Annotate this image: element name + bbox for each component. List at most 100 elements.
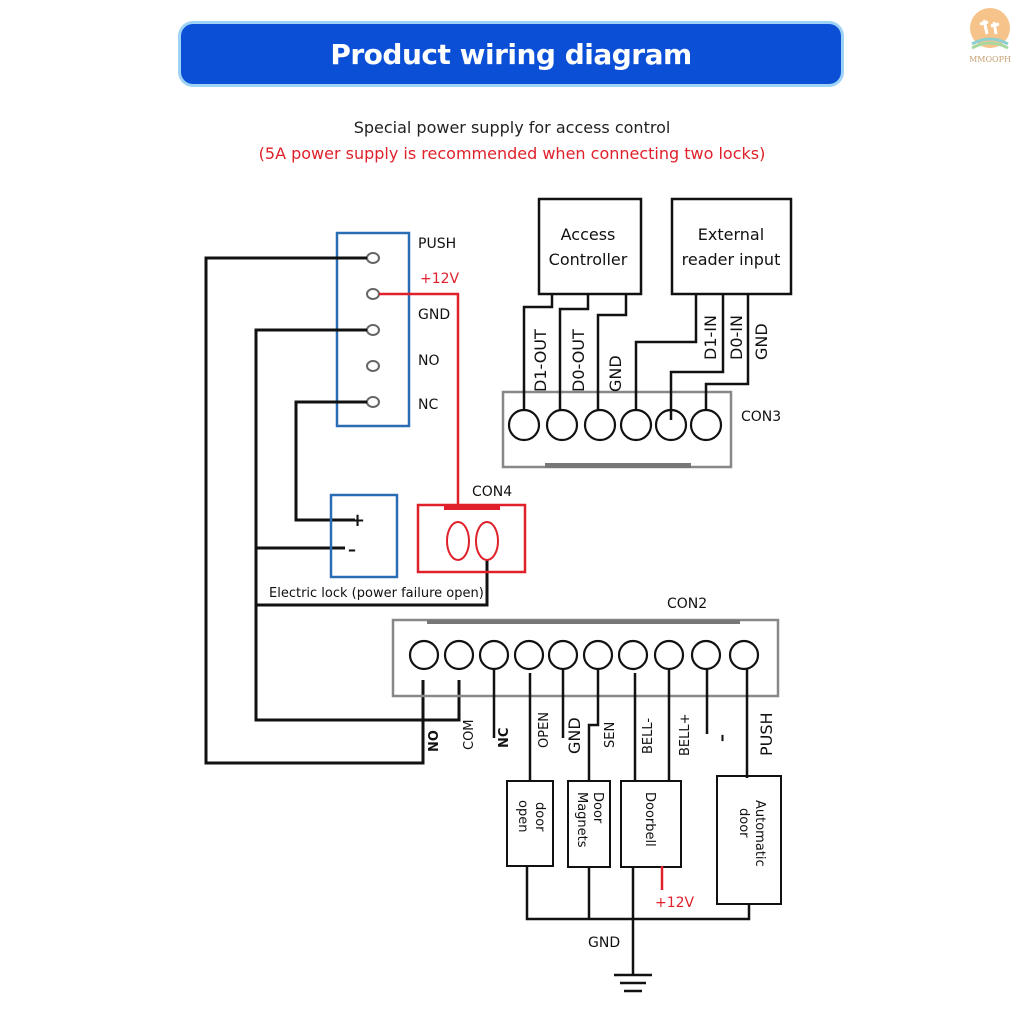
con2-terminal-no (408, 639, 440, 671)
black-wires (204, 256, 489, 765)
power-note: (5A power supply is recommended when con… (258, 144, 766, 163)
external-reader-label-1: External (698, 225, 764, 244)
door-magnets-label-1: Door (590, 792, 605, 824)
automatic-door-box (716, 775, 782, 905)
con2-wires (492, 669, 749, 780)
con2-pin-label-minus: – (712, 734, 731, 742)
brand-logo-icon: MMOOPH (969, 8, 1011, 64)
con2-pin-label-bell-minus: BELL- (641, 718, 656, 754)
access-controller-label-1: Access (561, 225, 616, 244)
pin-12v (366, 288, 380, 300)
wire-d0-out (558, 294, 590, 410)
con2-label: CON2 (667, 596, 707, 612)
con3-wire-label-gnd-in: GND (752, 323, 771, 360)
power-terminal-pins (366, 252, 380, 408)
ground-label: GND (588, 935, 620, 951)
con2-terminal-minus (690, 639, 722, 671)
electric-lock-box (329, 493, 399, 579)
con2-terminal-gnd (547, 639, 579, 671)
con2-pin-label-nc: NC (497, 728, 512, 748)
pin-label-push: PUSH (418, 236, 456, 252)
door-open-label-1: door (532, 802, 547, 832)
pin-gnd (366, 324, 380, 336)
pin-label-no: NO (418, 353, 440, 369)
con2-pin-label-push: PUSH (757, 712, 776, 756)
con3-terminal-2 (545, 408, 579, 442)
wire-gnd-reader (704, 294, 750, 410)
con4-terminal-2 (475, 521, 499, 561)
con4-terminal-1 (446, 521, 470, 561)
con3-wire-label-d1-in: D1-IN (701, 315, 720, 360)
con3-wire-label-d0-out: D0-OUT (569, 329, 588, 392)
pin-push (366, 252, 380, 264)
logo-sun-icon (970, 8, 1010, 48)
pin-nc (366, 396, 380, 408)
pin-label-12v: +12V (420, 271, 460, 287)
wire-gnd-to-con2-com (254, 328, 461, 722)
doorbell-12v-label: +12V (655, 895, 695, 911)
door-open-box (506, 780, 554, 867)
logo-book-page-icon (971, 41, 1009, 50)
con3-terminal-3 (583, 408, 617, 442)
lock-plus-label: + (350, 510, 365, 531)
wire-12v-to-con4 (379, 292, 460, 505)
door-open-label-2: open (515, 800, 530, 832)
ground-symbol-icon (614, 973, 652, 993)
con2-pin-label-no: NO (427, 730, 442, 752)
ground-bus (525, 866, 751, 975)
wire-d1-in (634, 294, 698, 410)
external-reader-box (670, 197, 793, 296)
wire-gnd-controller (596, 294, 628, 410)
title-banner: Product wiring diagram (181, 24, 841, 84)
con4-block (416, 503, 527, 574)
con2-terminal-com (443, 639, 475, 671)
con3-wires (522, 294, 750, 420)
automatic-door-label-2: door (736, 808, 751, 838)
con2-pin-label-bell-plus: BELL+ (678, 713, 693, 756)
wire-sen (587, 669, 600, 780)
wire-d0-in (669, 294, 725, 420)
con4-label: CON4 (472, 484, 512, 500)
subtitle: Special power supply for access control (353, 118, 671, 137)
automatic-door-label-1: Automatic (752, 800, 767, 867)
con2-terminal-nc (478, 639, 510, 671)
logo-text: MMOOPH (969, 55, 1011, 64)
logo-book-icon (971, 37, 1009, 46)
electric-lock-caption: Electric lock (power failure open) (269, 586, 484, 601)
external-reader-label-2: reader input (682, 250, 781, 269)
pin-label-nc: NC (418, 397, 438, 413)
con2-pin-label-gnd: GND (565, 717, 584, 754)
doorbell-box (620, 780, 682, 868)
lock-minus-label: – (348, 540, 356, 559)
con2-terminals (408, 639, 760, 671)
wire-d1-out (522, 294, 554, 410)
con3-terminal-6 (689, 408, 723, 442)
logo-children-icon (979, 19, 1000, 35)
con2-terminal-push (728, 639, 760, 671)
ground-bus-line (525, 866, 751, 921)
con2-pin-label-sen: SEN (603, 722, 618, 748)
con3-terminal-4 (619, 408, 653, 442)
access-controller-label-2: Controller (549, 250, 628, 269)
con3-label: CON3 (741, 409, 781, 425)
pin-label-gnd: GND (418, 307, 450, 323)
access-controller-box (537, 197, 643, 296)
con3-wire-label-gnd: GND (606, 355, 625, 392)
con2-pin-label-com: COM (462, 719, 477, 750)
con3-terminals (507, 408, 723, 442)
con2-pin-label-open: OPEN (537, 712, 552, 748)
con3-wire-label-d1-out: D1-OUT (531, 329, 550, 392)
doorbell-label: Doorbell (642, 792, 657, 847)
con3-bar (545, 463, 691, 468)
con2-terminal-open (513, 639, 545, 671)
page-title: Product wiring diagram (330, 37, 692, 71)
door-magnets-label-2: Magnets (574, 792, 589, 848)
wire-con4-return (256, 560, 489, 607)
con3-terminal-1 (507, 408, 541, 442)
wire-nc-to-lock-plus (294, 400, 367, 522)
con2-terminal-sen (582, 639, 614, 671)
pin-no (366, 360, 380, 372)
con2-bar (427, 620, 740, 624)
con3-wire-label-d0-in: D0-IN (727, 315, 746, 360)
